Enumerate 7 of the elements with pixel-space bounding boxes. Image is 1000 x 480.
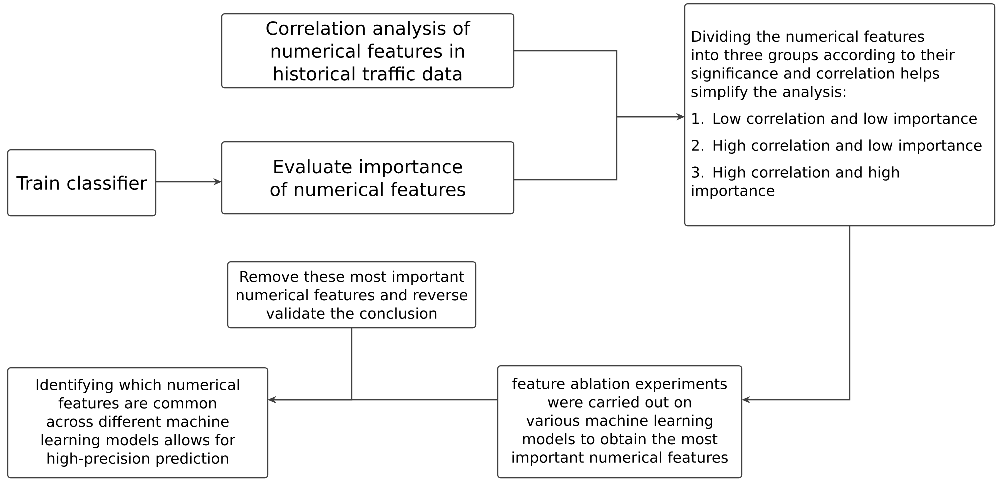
process-box: Correlation analysis of numerical features in historical traffic data: [221, 13, 515, 89]
process-box: Remove these most important numerical features and reverse validate the conclusion: [227, 261, 477, 329]
process-box: Train classifier: [7, 149, 157, 217]
process-box: Identifying which numerical features are common across different machine learning models allows for high-precision prediction: [7, 367, 269, 479]
process-box: feature ablation experiments were carried out on various machine learning models to obtain the most important numerical features: [497, 365, 743, 479]
text-box: Dividing the numerical features into three groups according to their significance and correlation helps simplify the analysis: 1. Low correlation and low importance 2. High correlation and low importance 3. High correlation and high importance: [684, 3, 996, 227]
process-box: Evaluate importance of numerical features: [221, 141, 515, 215]
